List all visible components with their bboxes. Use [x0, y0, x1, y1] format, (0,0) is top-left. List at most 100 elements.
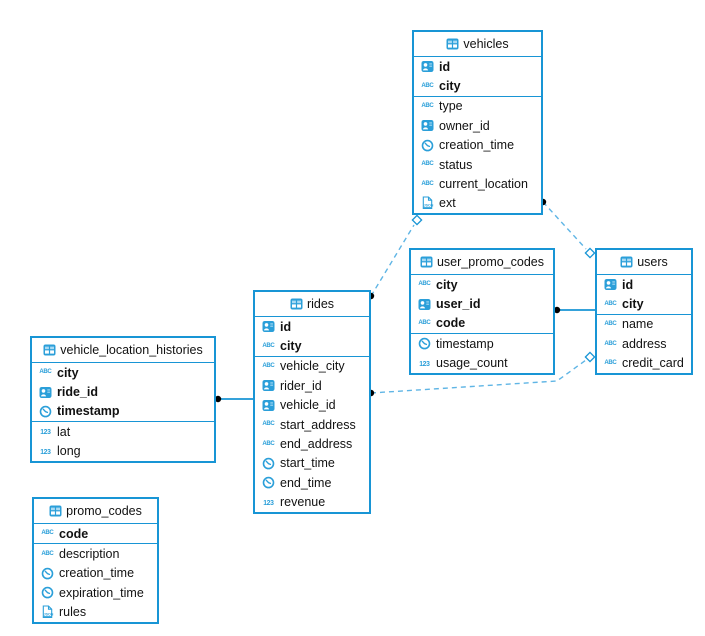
table-header-user_promo_codes[interactable]: user_promo_codes: [411, 250, 553, 275]
table-name: rides: [306, 297, 335, 311]
field-name: code: [436, 316, 466, 331]
field-name: current_location: [439, 177, 528, 192]
field-row: start_time: [255, 454, 369, 473]
field-type-icon-wrap: ABC: [601, 340, 619, 347]
id-badge-icon: [421, 61, 433, 73]
table-icon: [49, 505, 62, 517]
field-row: ride_id: [32, 382, 214, 401]
field-type-icon-wrap: [601, 278, 619, 291]
field-type-icon-wrap: [259, 476, 277, 489]
relationship-line-vehicles-users[interactable]: [542, 201, 587, 250]
clock-icon: [421, 139, 433, 152]
field-row: id: [414, 57, 541, 76]
text-type-icon: ABC: [417, 280, 431, 288]
field-name: vehicle_id: [280, 398, 336, 413]
field-type-icon-wrap: ABC: [415, 319, 433, 327]
table-icon: [420, 256, 433, 268]
table-header-vehicle_location_histories[interactable]: vehicle_location_histories: [32, 338, 214, 363]
relationship-diamond: [584, 351, 596, 363]
field-row: ABC code: [411, 314, 553, 333]
field-type-icon-wrap: ABC: [259, 362, 277, 369]
table-icon: [290, 298, 303, 310]
field-type-icon-wrap: [259, 399, 277, 412]
field-row: vehicle_id: [255, 396, 369, 415]
table-header-users[interactable]: users: [597, 250, 691, 275]
text-type-icon: ABC: [38, 368, 52, 376]
field-name: lat: [57, 424, 71, 439]
text-type-icon: ABC: [420, 160, 434, 168]
table-name: users: [637, 255, 668, 269]
field-row: ABC status: [414, 155, 541, 174]
table-icon: [620, 256, 633, 268]
field-row: creation_time: [414, 136, 541, 155]
field-name: id: [280, 319, 292, 334]
key-fields-section: ABC city ride_id timestamp: [32, 363, 214, 421]
text-type-icon: ABC: [417, 319, 431, 327]
field-type-icon-wrap: ABC: [259, 421, 277, 428]
field-name: owner_id: [439, 118, 490, 133]
field-type-icon-wrap: [259, 379, 277, 392]
text-type-icon: ABC: [420, 81, 434, 89]
field-row: ABC current_location: [414, 174, 541, 193]
field-name: status: [439, 157, 473, 172]
field-type-icon-wrap: ABC: [418, 81, 436, 89]
id-badge-icon: [262, 399, 274, 411]
field-row: id: [255, 317, 369, 336]
field-row: ABC city: [32, 363, 214, 382]
field-type-icon-wrap: JSON: [418, 196, 436, 210]
field-type-icon-wrap: [418, 119, 436, 132]
table-header-promo_codes[interactable]: promo_codes: [34, 499, 157, 524]
text-type-icon: ABC: [603, 299, 617, 307]
svg-text:JSON: JSON: [423, 204, 433, 208]
field-type-icon-wrap: [259, 320, 277, 333]
clock-icon: [41, 587, 53, 599]
field-row: creation_time: [34, 564, 157, 583]
field-type-icon-wrap: ABC: [601, 359, 619, 366]
field-type-icon-wrap: [259, 457, 277, 470]
field-type-icon-wrap: [38, 567, 56, 580]
table-header-vehicles[interactable]: vehicles: [414, 32, 541, 57]
field-type-icon-wrap: ABC: [418, 179, 436, 187]
field-row: timestamp: [32, 402, 214, 421]
field-row: owner_id: [414, 116, 541, 135]
field-row: id: [597, 275, 691, 294]
field-type-icon-wrap: JSON: [38, 605, 56, 619]
table-header-rides[interactable]: rides: [255, 292, 369, 317]
field-type-icon-wrap: ABC: [38, 530, 56, 537]
text-type-icon: ABC: [420, 179, 434, 187]
field-type-icon-wrap: ABC: [259, 342, 277, 349]
table-name: vehicle_location_histories: [60, 343, 203, 357]
field-name: rider_id: [280, 378, 322, 393]
clock-icon: [418, 338, 430, 350]
relationship-diamond: [411, 214, 423, 226]
clock-icon: [39, 405, 51, 418]
id-badge-icon: [262, 321, 274, 333]
field-name: city: [439, 79, 461, 94]
relationship-line-rides-vehicles[interactable]: [370, 224, 415, 297]
field-name: city: [57, 365, 79, 380]
field-type-icon-wrap: [415, 337, 433, 350]
clock-icon: [262, 457, 274, 470]
number-type-icon: 123: [262, 497, 274, 507]
field-type-icon-wrap: ABC: [601, 320, 619, 327]
field-type-icon-wrap: ABC: [38, 550, 56, 557]
field-name: ext: [439, 196, 456, 211]
field-type-icon-wrap: [36, 405, 54, 418]
field-name: start_address: [280, 417, 356, 432]
